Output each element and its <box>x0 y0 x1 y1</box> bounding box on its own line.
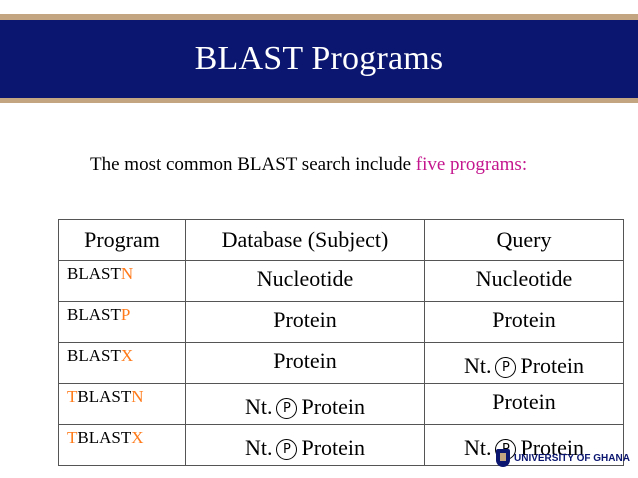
table-header-row: Program Database (Subject) Query <box>58 219 624 261</box>
intro-text: The most common BLAST search include fiv… <box>90 154 527 176</box>
database-cell: Nucleotide <box>185 260 425 302</box>
program-cell: BLASTN <box>58 260 186 302</box>
university-logo-text: UNIVERSITY OF GHANA <box>514 452 630 464</box>
program-cell: TBLASTN <box>58 383 186 425</box>
program-cell: BLASTP <box>58 301 186 343</box>
header-query: Query <box>424 219 624 261</box>
query-cell: Protein <box>424 383 624 425</box>
header-database: Database (Subject) <box>185 219 425 261</box>
program-cell: TBLASTX <box>58 424 186 466</box>
database-cell: Protein <box>185 342 425 384</box>
query-cell: Protein <box>424 301 624 343</box>
title-top-rule <box>0 14 638 20</box>
title-band: BLAST Programs <box>0 20 638 98</box>
program-cell: BLASTX <box>58 342 186 384</box>
title-bottom-rule <box>0 98 638 103</box>
table-row: BLASTP Protein Protein <box>58 301 624 343</box>
header-program: Program <box>58 219 186 261</box>
intro-text-plain: The most common BLAST search include <box>90 154 416 175</box>
circled-p-icon: P <box>276 439 298 460</box>
circled-p-icon: P <box>276 398 298 419</box>
university-logo: UNIVERSITY OF GHANA <box>496 448 630 468</box>
database-cell: Protein <box>185 301 425 343</box>
intro-highlight: five programs: <box>415 154 528 175</box>
blast-programs-table: Program Database (Subject) Query BLASTN … <box>58 219 624 466</box>
crest-icon <box>496 449 510 467</box>
slide-title: BLAST Programs <box>194 40 444 77</box>
table-row: BLASTN Nucleotide Nucleotide <box>58 260 624 302</box>
circled-p-icon: P <box>495 357 517 378</box>
query-cell: Nucleotide <box>424 260 624 302</box>
